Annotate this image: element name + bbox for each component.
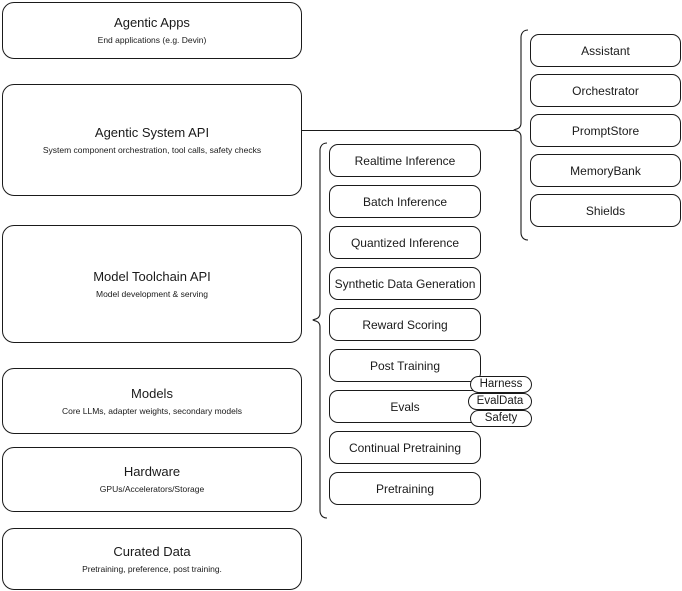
layer-subtitle: System component orchestration, tool cal… xyxy=(42,144,262,155)
layer-subtitle: Model development & serving xyxy=(96,288,208,299)
system-item-shields[interactable]: Shields xyxy=(530,194,681,227)
item-label: Quantized Inference xyxy=(350,235,460,250)
layer-subtitle: Pretraining, preference, post training. xyxy=(82,563,222,574)
eval-pill-harness[interactable]: Harness xyxy=(470,376,532,393)
layer-subtitle: End applications (e.g. Devin) xyxy=(97,35,207,45)
eval-pill-label: Safety xyxy=(484,412,518,424)
item-label: Continual Pretraining xyxy=(348,440,462,455)
item-label: Post Training xyxy=(369,358,441,373)
item-label: Batch Inference xyxy=(362,194,448,209)
layer-box-agentic-system-api[interactable]: Agentic System API System component orche… xyxy=(2,84,302,196)
eval-pill-safety[interactable]: Safety xyxy=(470,410,532,427)
eval-pill-label: Harness xyxy=(479,378,523,390)
layer-title: Agentic Apps xyxy=(114,15,190,30)
layer-title: Agentic System API xyxy=(94,124,210,140)
layer-box-model-toolchain-api[interactable]: Model Toolchain API Model development & s… xyxy=(2,225,302,343)
item-label: Shields xyxy=(585,203,626,218)
system-item-assistant[interactable]: Assistant xyxy=(530,34,681,67)
eval-pill-label: EvalData xyxy=(476,395,524,407)
item-label: Reward Scoring xyxy=(362,317,448,332)
toolchain-item-continual-pretraining[interactable]: Continual Pretraining xyxy=(329,431,481,464)
system-item-orchestrator[interactable]: Orchestrator xyxy=(530,74,681,107)
layer-title: Curated Data xyxy=(113,543,191,559)
eval-pill-evaldata[interactable]: EvalData xyxy=(468,393,532,410)
toolchain-item-realtime-inference[interactable]: Realtime Inference xyxy=(329,144,481,177)
item-label: PromptStore xyxy=(571,123,640,138)
layer-title: Models xyxy=(131,385,173,401)
item-label: Assistant xyxy=(581,43,630,58)
toolchain-item-synthetic-data-generation[interactable]: Synthetic Data Generation xyxy=(329,267,481,300)
toolchain-item-quantized-inference[interactable]: Quantized Inference xyxy=(329,226,481,259)
item-label: Orchestrator xyxy=(572,83,639,98)
system-item-promptstore[interactable]: PromptStore xyxy=(530,114,681,147)
item-label: MemoryBank xyxy=(570,163,641,178)
layer-title: Hardware xyxy=(123,464,181,479)
toolchain-item-batch-inference[interactable]: Batch Inference xyxy=(329,185,481,218)
item-label: Synthetic Data Generation xyxy=(334,276,476,291)
system-api-connector-line xyxy=(302,130,514,131)
toolchain-item-post-training[interactable]: Post Training xyxy=(329,349,481,382)
system-item-memorybank[interactable]: MemoryBank xyxy=(530,154,681,187)
item-label: Evals xyxy=(390,399,420,414)
item-label: Pretraining xyxy=(375,481,435,496)
toolchain-item-reward-scoring[interactable]: Reward Scoring xyxy=(329,308,481,341)
layer-subtitle: Core LLMs, adapter weights, secondary mo… xyxy=(61,405,242,416)
layer-title: Model Toolchain API xyxy=(93,268,211,284)
toolchain-item-pretraining[interactable]: Pretraining xyxy=(329,472,481,505)
toolchain-item-evals[interactable]: Evals xyxy=(329,390,481,423)
layer-subtitle: GPUs/Accelerators/Storage xyxy=(99,484,205,494)
item-label: Realtime Inference xyxy=(354,153,456,168)
